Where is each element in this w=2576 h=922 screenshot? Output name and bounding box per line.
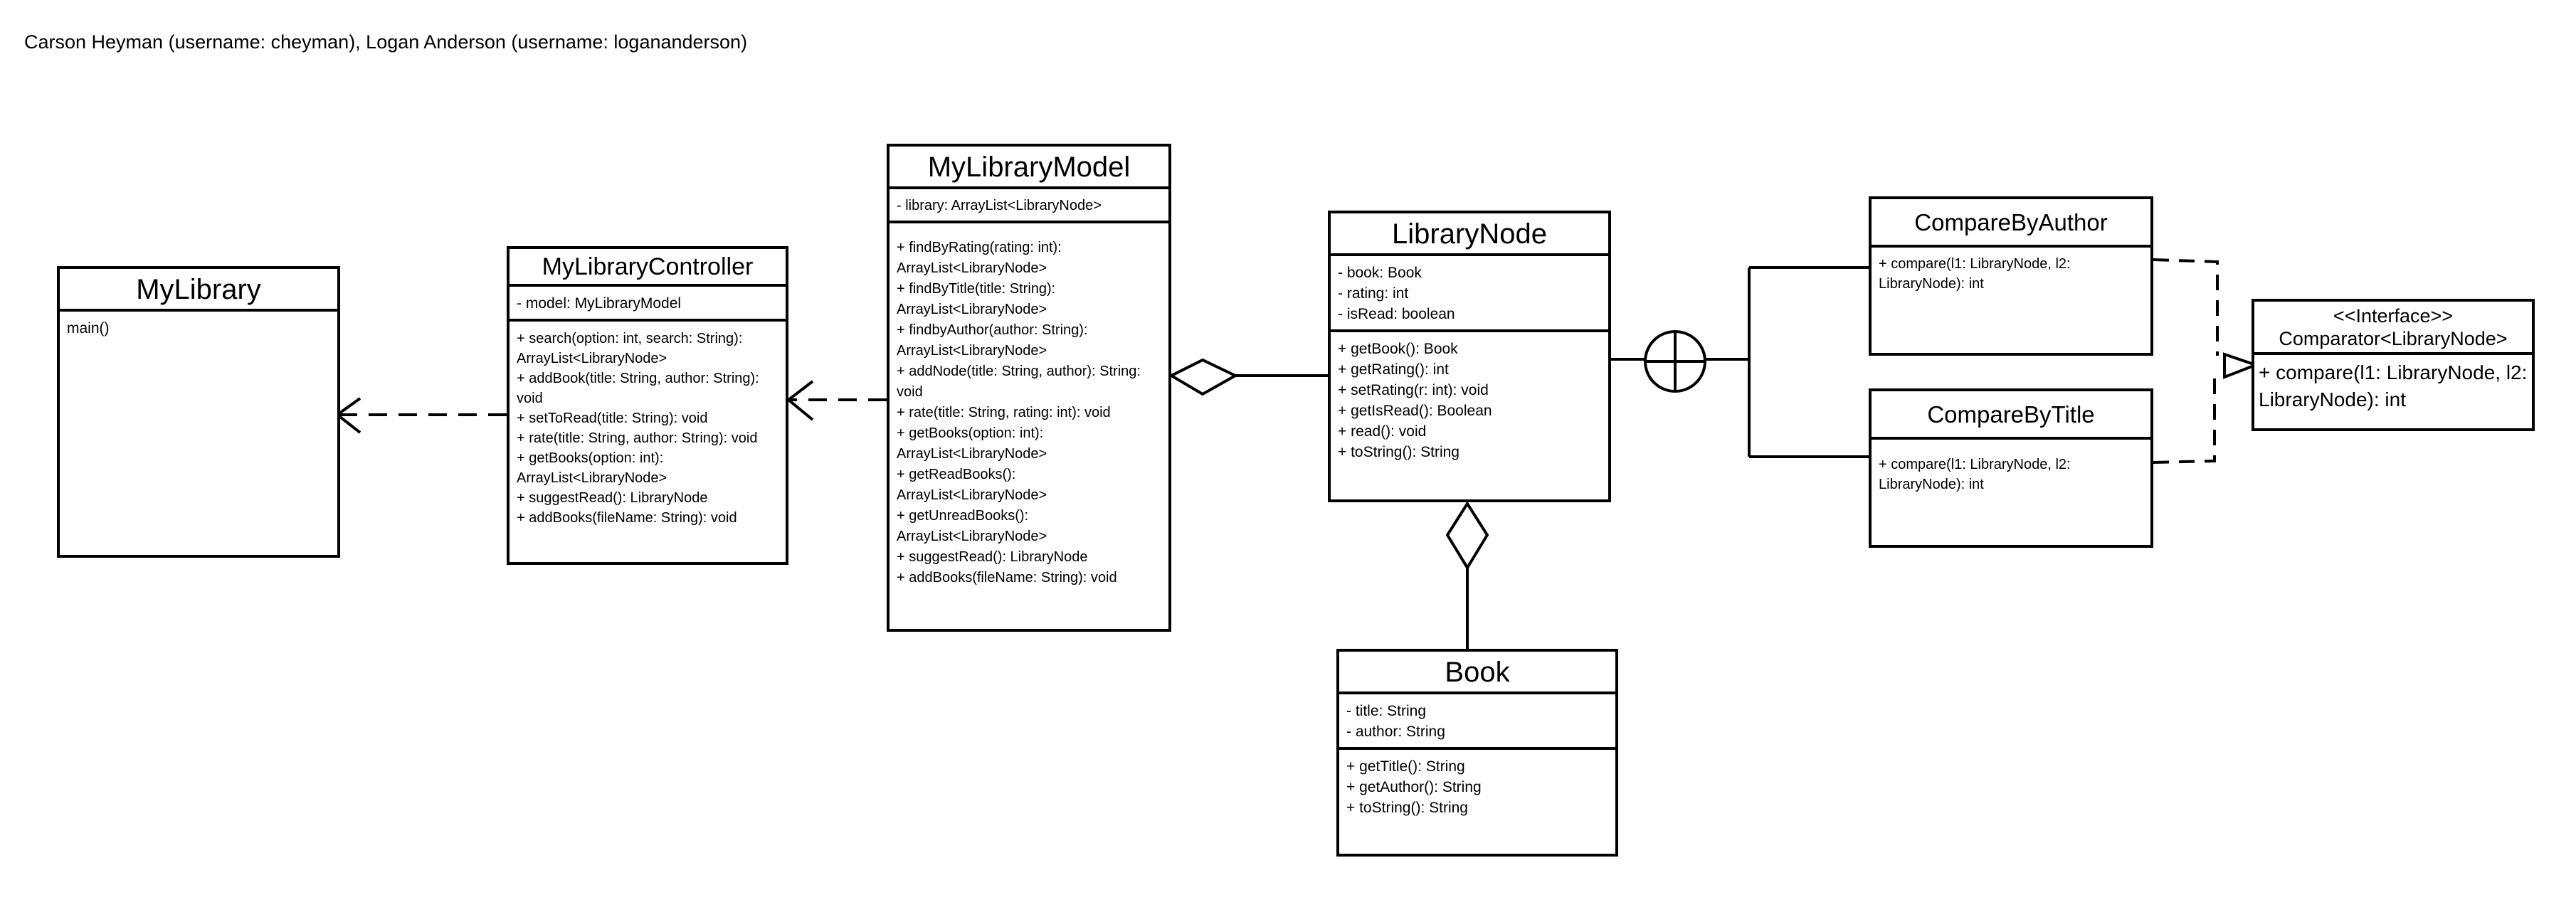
attribute: - rating: int (1338, 285, 1409, 302)
method-list: + getBook(): Book + getRating(): int + s… (1331, 332, 1608, 467)
method-list: + search(option: int, search: String): A… (510, 322, 786, 532)
method: + suggestRead(): LibraryNode (897, 549, 1088, 565)
class-name: Book (1339, 652, 1615, 694)
method: + addNode(title: String, author): String… (897, 363, 1141, 400)
method: + toString(): String (1338, 443, 1459, 460)
class-name: LibraryNode (1331, 213, 1608, 256)
method: + toString(): String (1346, 799, 1468, 816)
interface-header: <<Interface>> Comparator<LibraryNode> (2254, 302, 2532, 355)
aggregation-diamond-librarynode (1445, 501, 1489, 571)
class-book: Book - title: String - author: String + … (1336, 649, 1618, 857)
realization-line-author (2153, 258, 2219, 356)
method: + setToRead(title: String): void (517, 410, 708, 427)
attribute-list: - library: ArrayList<LibraryNode> (890, 189, 1168, 223)
realization-arrowhead-icon (2223, 352, 2260, 379)
method-list: + getTitle(): String + getAuthor(): Stri… (1339, 750, 1615, 823)
method: + rate(title: String, author: String): v… (517, 430, 758, 447)
method: + search(option: int, search: String): A… (517, 331, 743, 367)
method: + getBook(): Book (1338, 340, 1458, 357)
interface-comparator: <<Interface>> Comparator<LibraryNode> + … (2252, 299, 2535, 431)
method: main() (67, 320, 110, 337)
method: + getBooks(option: int): ArrayList<Libra… (517, 450, 667, 487)
method-list: main() (60, 312, 337, 344)
class-librarynode: LibraryNode - book: Book - rating: int -… (1328, 211, 1611, 502)
method: + getIsRead(): Boolean (1338, 402, 1492, 419)
method: + getBooks(option: int): ArrayList<Libra… (897, 425, 1047, 462)
class-name: Comparator<LibraryNode> (2279, 328, 2508, 350)
method: + findbyAuthor(author: String): ArrayLis… (897, 322, 1088, 359)
method: + addBooks(fileName: String): void (517, 510, 737, 526)
realization-line-title (2153, 377, 2216, 464)
class-name: CompareByTitle (1872, 391, 2150, 440)
method-list: + findByRating(rating: int): ArrayList<L… (890, 223, 1168, 593)
method: + getTitle(): String (1346, 758, 1465, 775)
method: + rate(title: String, rating: int): void (897, 404, 1111, 420)
interface-stereotype: <<Interface>> (2333, 305, 2454, 327)
class-name: CompareByAuthor (1872, 199, 2150, 248)
method: + compare(l1: LibraryNode, l2: LibraryNo… (1879, 456, 2071, 492)
attribute-list: - book: Book - rating: int - isRead: boo… (1331, 256, 1608, 332)
method: + compare(l1: LibraryNode, l2: LibraryNo… (2259, 361, 2528, 410)
attribute: - book: Book (1338, 265, 1422, 281)
attribute: - model: MyLibraryModel (517, 295, 682, 312)
class-comparebyauthor: CompareByAuthor + compare(l1: LibraryNod… (1869, 196, 2153, 356)
method-list: + compare(l1: LibraryNode, l2: LibraryNo… (1872, 248, 2150, 298)
method: + findByTitle(title: String): ArrayList<… (897, 280, 1056, 317)
method-list: + compare(l1: LibraryNode, l2: LibraryNo… (1872, 440, 2150, 499)
method: + compare(l1: LibraryNode, l2: LibraryNo… (1879, 255, 2071, 292)
method: + getAuthor(): String (1346, 778, 1482, 795)
authors-text: Carson Heyman (username: cheyman), Logan… (24, 31, 748, 53)
attribute-list: - model: MyLibraryModel (510, 287, 786, 322)
method: + addBook(title: String, author: String)… (517, 371, 759, 407)
method: + suggestRead(): LibraryNode (517, 490, 708, 507)
method: + findByRating(rating: int): ArrayList<L… (897, 239, 1062, 276)
method: + setRating(r: int): void (1338, 381, 1489, 398)
attribute: - author: String (1346, 723, 1445, 740)
aggregation-diamond-model (1168, 358, 1239, 396)
attribute: - library: ArrayList<LibraryNode> (897, 198, 1102, 213)
class-name: MyLibrary (60, 269, 337, 312)
class-name: MyLibraryController (510, 249, 786, 287)
attribute: - isRead: boolean (1338, 305, 1455, 322)
method: + read(): void (1338, 423, 1427, 440)
class-mylibrary: MyLibrary main() (57, 266, 340, 558)
attribute-list: - title: String - author: String (1339, 694, 1615, 750)
method: + addBooks(fileName: String): void (897, 569, 1117, 585)
class-name: MyLibraryModel (890, 147, 1168, 189)
class-mylibrarycontroller: MyLibraryController - model: MyLibraryMo… (507, 246, 788, 565)
open-arrowhead-controller (786, 380, 814, 421)
method: + getReadBooks(): ArrayList<LibraryNode> (897, 466, 1047, 503)
method-list: + compare(l1: LibraryNode, l2: LibraryNo… (2254, 355, 2532, 418)
method: + getUnreadBooks(): ArrayList<LibraryNod… (897, 507, 1047, 544)
method: + getRating(): int (1338, 361, 1449, 378)
class-comparebytitle: CompareByTitle + compare(l1: LibraryNode… (1869, 388, 2153, 548)
class-mylibrarymodel: MyLibraryModel - library: ArrayList<Libr… (887, 144, 1171, 632)
attribute: - title: String (1346, 703, 1427, 719)
